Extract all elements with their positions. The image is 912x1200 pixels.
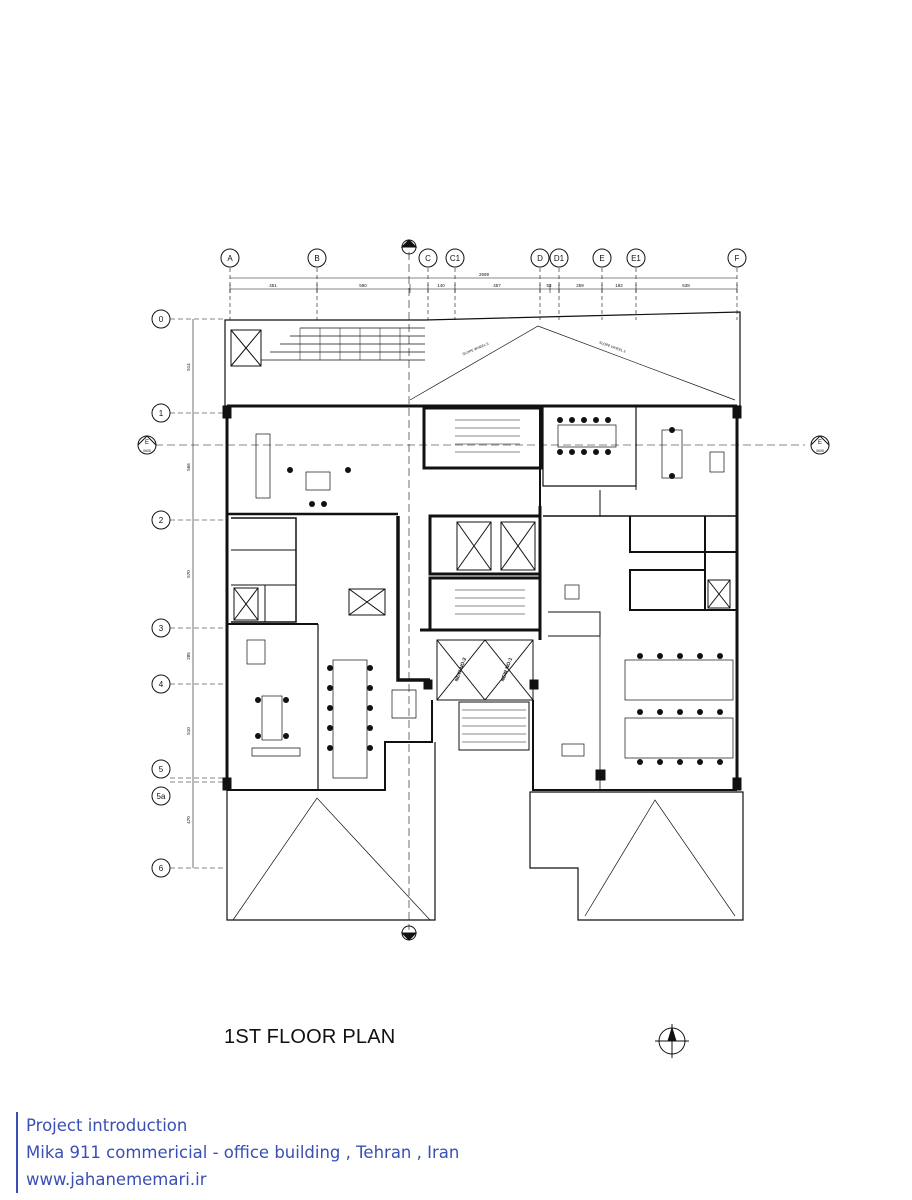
- slope-labels: SLOPE WHEEL 5 SLOPE WHEEL 5: [462, 340, 626, 356]
- section-sheet-left: 0605: [143, 449, 151, 453]
- grid-label-b: B: [314, 254, 319, 263]
- dim-label: 538: [682, 283, 690, 288]
- grid-label-d1: D1: [554, 254, 565, 263]
- section-mark-right: E: [818, 440, 822, 446]
- top-dimension-labels: 2699 451 590 140 457 53 259 182 538: [269, 272, 690, 288]
- total-dimension: 2699: [479, 272, 490, 277]
- dim-label: 140: [437, 283, 445, 288]
- grid-label-2: 2: [159, 516, 164, 525]
- dim-label: 514: [186, 363, 191, 371]
- footer-link-website[interactable]: www.jahanememari.ir: [26, 1170, 207, 1189]
- furniture: [246, 417, 734, 779]
- grid-rows: [151, 252, 805, 930]
- project-footer: Project introduction Mika 911 commericia…: [16, 1112, 459, 1193]
- section-sheet-right: 0605: [816, 449, 824, 453]
- footer-line-heading: Project introduction: [26, 1116, 188, 1135]
- grid-label-0: 0: [159, 315, 164, 324]
- dim-label: 590: [359, 283, 367, 288]
- grid-label-1: 1: [159, 409, 164, 418]
- grid-label-5: 5: [159, 765, 164, 774]
- grid-label-f: F: [735, 254, 740, 263]
- side-dimension-labels: 514 566 570 285 510 470: [186, 363, 191, 824]
- dim-label: 510: [186, 727, 191, 735]
- top-dimension-lines: [229, 277, 738, 293]
- dim-label: 285: [186, 652, 191, 660]
- grid-label-6: 6: [159, 864, 164, 873]
- grid-columns: [220, 248, 747, 320]
- elevator-labels: NEW NO:2 NEW NO:1: [454, 657, 514, 683]
- dim-label: 570: [186, 570, 191, 578]
- section-mark-labels: E 0605 E 0605: [143, 440, 824, 453]
- elevator-label-2: NEW NO:2: [454, 657, 468, 683]
- grid-label-5a: 5a: [157, 792, 166, 801]
- dim-label: 53: [546, 283, 552, 288]
- north-arrow-icon: [655, 1024, 689, 1058]
- slope-label-left: SLOPE WHEEL 5: [462, 342, 489, 357]
- grid-label-d: D: [537, 254, 543, 263]
- grid-label-e: E: [599, 254, 604, 263]
- grid-label-c: C: [425, 254, 431, 263]
- dim-label: 259: [576, 283, 584, 288]
- slope-label-right: SLOPE WHEEL 5: [599, 340, 627, 353]
- grid-label-c1: C1: [450, 254, 461, 263]
- building-walls: [222, 311, 744, 921]
- section-mark-left: E: [145, 440, 149, 446]
- grid-label-4: 4: [159, 680, 164, 689]
- grid-label-3: 3: [159, 624, 164, 633]
- grid-label-e1: E1: [631, 254, 641, 263]
- dim-label: 457: [493, 283, 501, 288]
- drawing-title: 1ST FLOOR PLAN: [224, 1026, 396, 1048]
- dim-label: 182: [615, 283, 623, 288]
- grid-column-labels: A B C C1 D D1 E E1 F: [227, 254, 739, 263]
- dim-label: 470: [186, 816, 191, 824]
- dim-label: 451: [269, 283, 277, 288]
- grid-label-a: A: [227, 254, 233, 263]
- elevator-label-1: NEW NO:1: [500, 657, 514, 683]
- dim-label: 566: [186, 463, 191, 471]
- section-marks: [137, 239, 830, 941]
- grid-row-labels: 0 1 2 3 4 5 5a 6: [157, 315, 166, 873]
- footer-line-project: Mika 911 commericial - office building ,…: [26, 1143, 460, 1162]
